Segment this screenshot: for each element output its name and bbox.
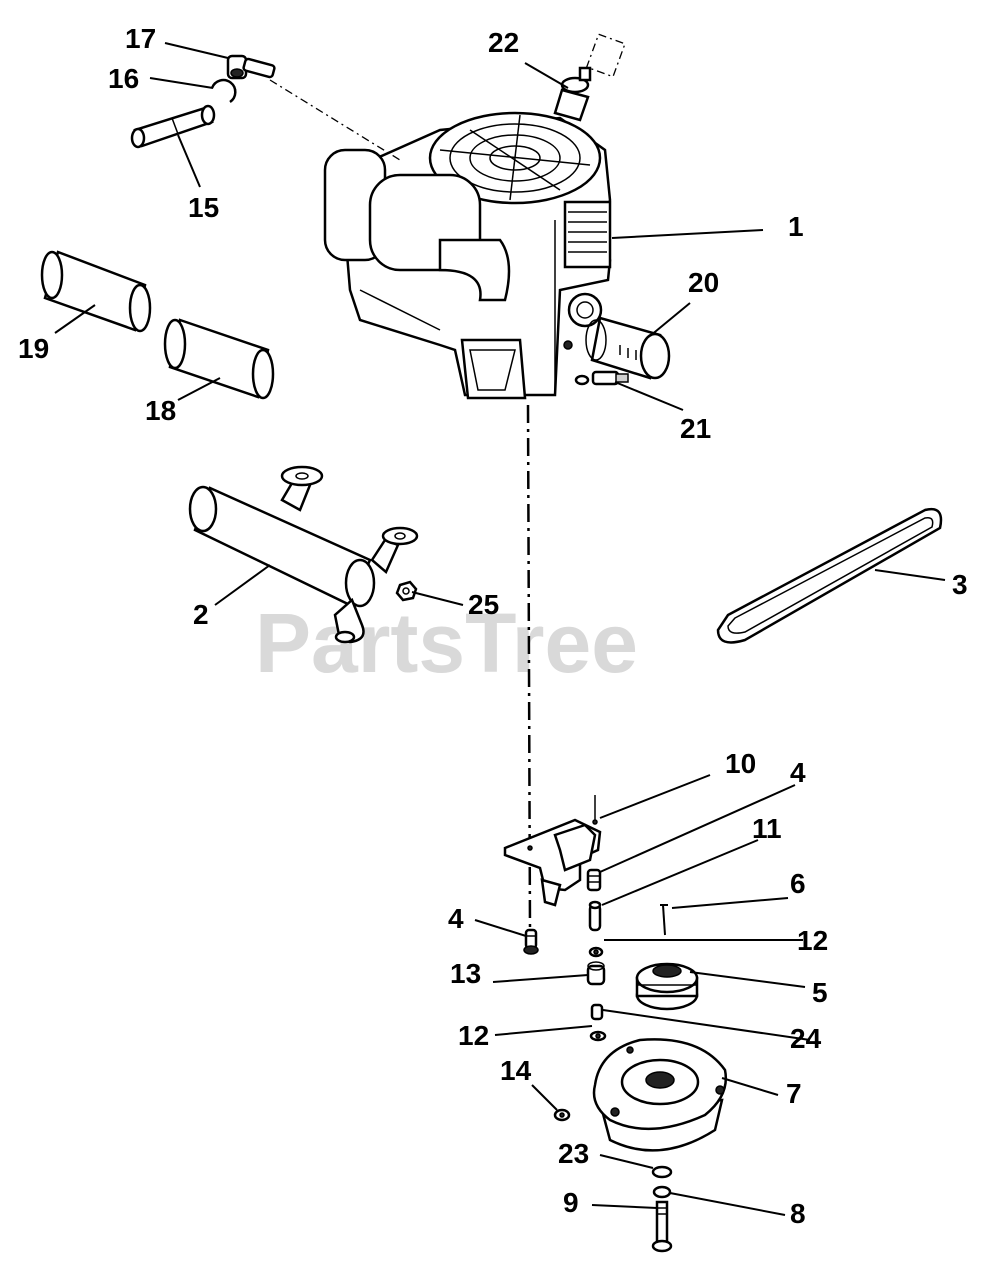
clutch-bolt-part[interactable] bbox=[651, 1200, 673, 1253]
bolt-upper-part[interactable] bbox=[586, 868, 602, 892]
muffler-part[interactable] bbox=[188, 465, 419, 644]
pipe-part[interactable] bbox=[130, 104, 216, 149]
callout-15: 15 bbox=[188, 192, 219, 223]
assembly-line bbox=[269, 79, 401, 161]
heat-shield-upper-part[interactable] bbox=[40, 250, 152, 333]
heat-shield-lower-part[interactable] bbox=[163, 318, 275, 400]
callout-19: 19 bbox=[18, 333, 49, 364]
callout-1: 1 bbox=[788, 211, 804, 242]
pulley-part[interactable] bbox=[635, 962, 699, 1011]
callout-12-upper: 12 bbox=[797, 925, 828, 956]
pin-part[interactable] bbox=[588, 900, 602, 932]
clamp-ring-part[interactable] bbox=[210, 78, 237, 104]
callout-21: 21 bbox=[680, 413, 711, 444]
washer-upper-part[interactable] bbox=[588, 946, 604, 958]
oil-filter-part[interactable] bbox=[585, 316, 671, 380]
small-nut-part[interactable] bbox=[553, 1108, 571, 1122]
key-part[interactable] bbox=[660, 904, 668, 936]
callout-23: 23 bbox=[558, 1138, 589, 1169]
callout-24: 24 bbox=[790, 1023, 822, 1054]
callout-2: 2 bbox=[193, 599, 209, 630]
callout-17: 17 bbox=[125, 23, 156, 54]
callout-22: 22 bbox=[488, 27, 519, 58]
callout-4-lower: 4 bbox=[448, 903, 464, 934]
bolt-lower-part[interactable] bbox=[523, 928, 539, 955]
bracket-part[interactable] bbox=[503, 795, 602, 907]
callout-8: 8 bbox=[790, 1198, 806, 1229]
clutch-part[interactable] bbox=[592, 1038, 728, 1152]
callout-3: 3 bbox=[952, 569, 968, 600]
watermark: PartsTree bbox=[255, 596, 638, 690]
callout-14: 14 bbox=[500, 1055, 532, 1086]
engine-part[interactable] bbox=[323, 111, 612, 400]
callout-4-upper: 4 bbox=[790, 757, 806, 788]
callout-13: 13 bbox=[450, 958, 481, 989]
leader-lines bbox=[54, 42, 946, 1216]
callout-25: 25 bbox=[468, 589, 499, 620]
callout-10: 10 bbox=[725, 748, 756, 779]
lock-washer-part[interactable] bbox=[652, 1185, 672, 1199]
callout-20: 20 bbox=[688, 267, 719, 298]
callout-12-lower: 12 bbox=[458, 1020, 489, 1051]
washer-lower-part[interactable] bbox=[589, 1030, 607, 1042]
nut-part[interactable] bbox=[395, 580, 418, 602]
spark-plug-part[interactable] bbox=[553, 33, 626, 122]
spacer-small-part[interactable] bbox=[590, 1003, 604, 1021]
flat-washer-part[interactable] bbox=[651, 1165, 673, 1179]
callout-5: 5 bbox=[812, 977, 828, 1008]
belt-part[interactable] bbox=[716, 507, 943, 644]
callout-labels: 17 16 15 22 1 20 21 19 18 2 25 3 10 4 11… bbox=[18, 23, 968, 1229]
spacer-part[interactable] bbox=[586, 961, 606, 986]
callout-16: 16 bbox=[108, 63, 139, 94]
oil-drain-fitting-part[interactable] bbox=[574, 370, 629, 386]
callout-11: 11 bbox=[752, 813, 782, 844]
callout-9: 9 bbox=[563, 1187, 579, 1218]
fitting-part[interactable] bbox=[226, 54, 276, 80]
callout-7: 7 bbox=[786, 1078, 802, 1109]
callout-6: 6 bbox=[790, 868, 806, 899]
callout-18: 18 bbox=[145, 395, 176, 426]
